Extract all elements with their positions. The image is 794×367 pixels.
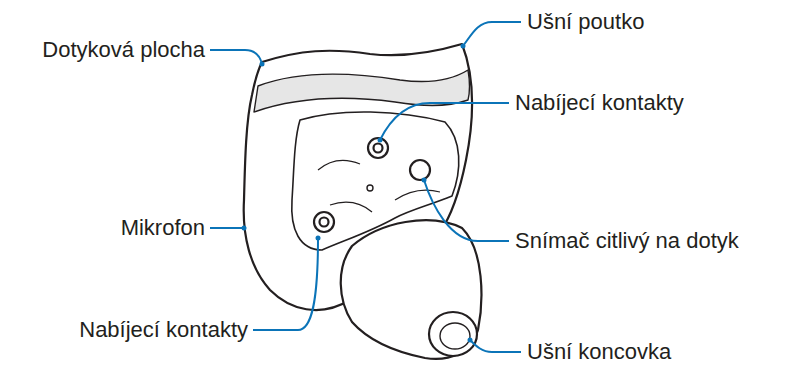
- earbud: [244, 44, 482, 359]
- leader-line: [470, 340, 521, 352]
- touch-band: [254, 70, 470, 112]
- ear-tip: [341, 220, 482, 359]
- leader-dot: [468, 338, 473, 343]
- leader-dot: [260, 62, 265, 67]
- ear-tip-opening: [429, 312, 477, 356]
- part-label: Ušní poutko: [527, 9, 644, 34]
- face-contour: [318, 161, 440, 212]
- part-label: Snímač citlivý na dotyk: [515, 228, 739, 253]
- part-label: Dotyková plocha: [42, 37, 205, 62]
- leader-line: [463, 22, 521, 46]
- mic-hole: [367, 185, 373, 191]
- leader-line: [253, 238, 318, 330]
- charging-contact-pin: [320, 218, 329, 227]
- part-label: Nabíjecí kontakty: [515, 90, 684, 115]
- leader-dot: [422, 178, 427, 183]
- leader-dots: [242, 44, 473, 343]
- ear-tip-nozzle: [440, 323, 470, 349]
- leader-dot: [378, 138, 383, 143]
- leader-line: [210, 50, 262, 64]
- leader-dot: [316, 236, 321, 241]
- leader-dot: [242, 226, 247, 231]
- charging-contact: [314, 212, 334, 232]
- charging-contact-pin: [374, 144, 383, 153]
- part-label: Ušní koncovka: [527, 339, 671, 364]
- part-label: Mikrofon: [121, 215, 205, 240]
- charging-contact: [368, 138, 388, 158]
- leader-line: [380, 103, 509, 140]
- leader-line: [210, 227, 244, 229]
- part-label: Nabíjecí kontakty: [79, 317, 248, 342]
- leader-dot: [461, 44, 466, 49]
- leader-line: [424, 180, 509, 241]
- touch-sensor: [410, 160, 430, 180]
- leader-lines: [210, 22, 521, 352]
